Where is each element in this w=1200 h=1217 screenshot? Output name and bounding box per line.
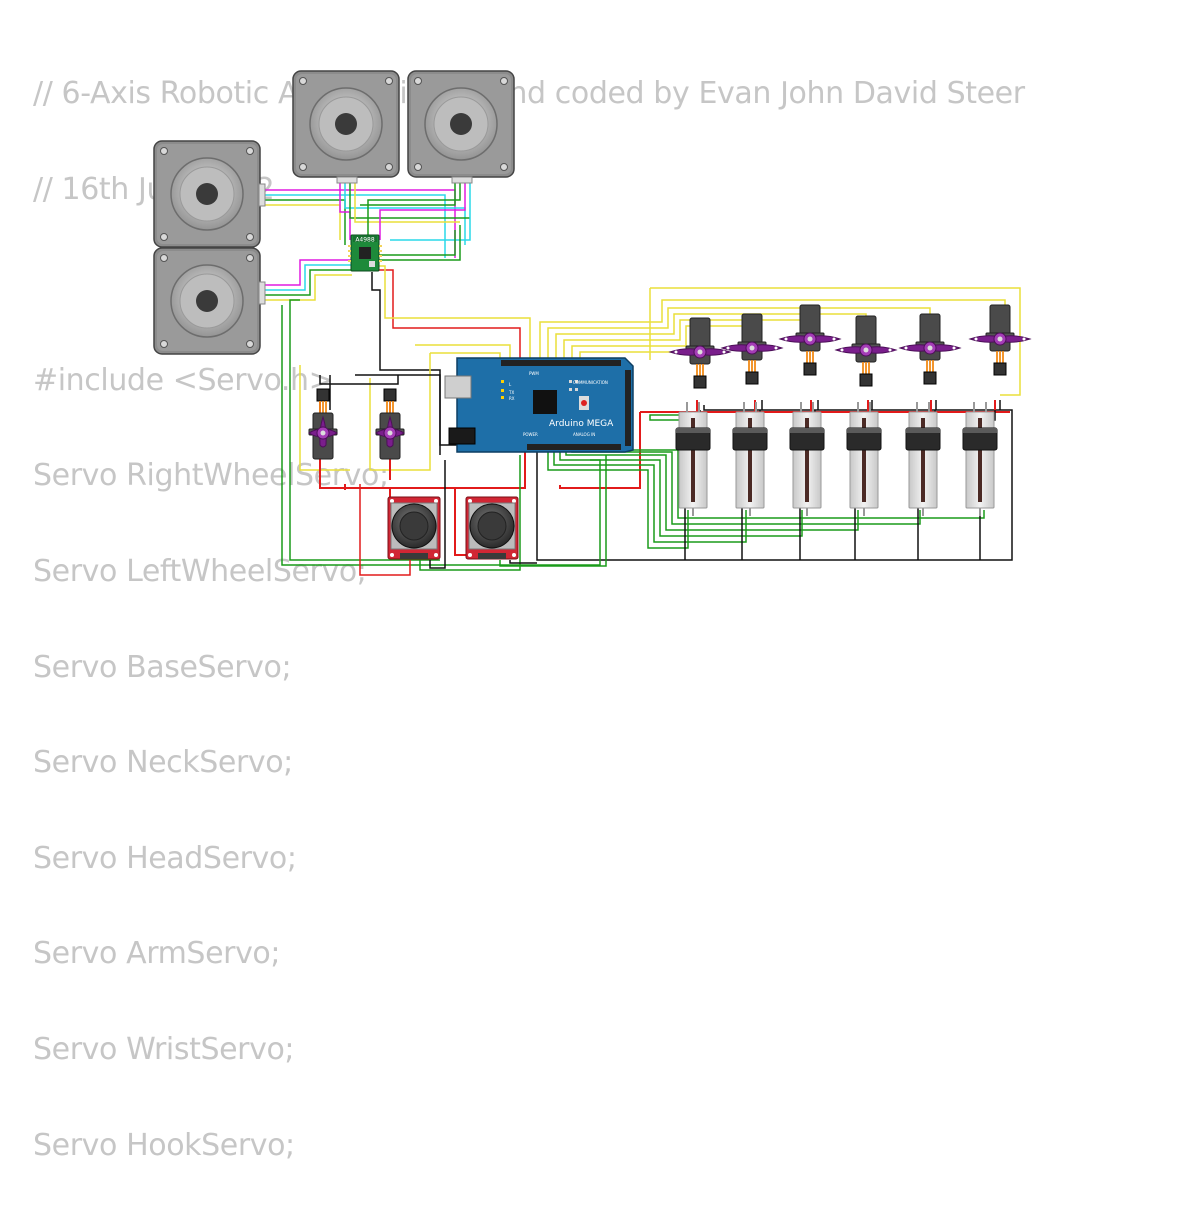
slide-potentiometer [846, 401, 882, 517]
servo-motor [721, 313, 783, 385]
arduino-power-label: POWER [523, 432, 538, 437]
slide-potentiometers [675, 401, 998, 517]
servo-motor [969, 304, 1031, 376]
arduino-analog-label: ANALOG IN [573, 432, 595, 437]
servo-motor [779, 304, 841, 376]
code-line: Servo LeftWheelServo; [33, 553, 367, 589]
code-line: Servo BaseServo; [33, 649, 292, 685]
code-line: #include <Servo.h> [33, 362, 334, 398]
stepper-motor [153, 140, 261, 248]
a4988-label: A4988 [355, 237, 375, 244]
arduino-mega: Arduino MEGA PWM COMMUNICATION POWER ANA… [444, 357, 634, 453]
code-line: Servo ArmServo; [33, 936, 281, 972]
code-line: Servo HeadServo; [33, 840, 297, 876]
arduino-name-label: Arduino MEGA [549, 419, 614, 429]
stepper-wires [260, 178, 471, 301]
circuit-diagram: A4988 Arduino MEGA PWM COMMUNICATION POW… [153, 70, 1031, 576]
analog-wires [281, 299, 985, 566]
a4988-driver: A4988 [348, 234, 382, 272]
stepper-motor [407, 70, 515, 178]
slide-potentiometer [789, 401, 825, 517]
arduino-l-label: L [509, 382, 512, 387]
arduino-tx-label: TX [508, 390, 514, 395]
servos-left [308, 388, 405, 460]
arduino-communication-label: COMMUNICATION [573, 380, 608, 385]
stepper-motor [292, 70, 400, 178]
code-line: Servo WristServo; [33, 1031, 295, 1067]
analog-joystick [465, 496, 519, 560]
servo-motor [835, 315, 897, 387]
servo-motor [669, 317, 731, 389]
slide-potentiometer [962, 401, 998, 517]
arduino-pwm-label: PWM [529, 371, 539, 376]
stepper-motors [153, 70, 515, 355]
servos-top [669, 304, 1031, 389]
slide-potentiometer [732, 401, 768, 517]
analog-joystick [387, 496, 441, 560]
stepper-motor [153, 247, 261, 355]
code-line: Servo HookServo; [33, 1127, 295, 1163]
code-line: Servo NeckServo; [33, 745, 293, 781]
joysticks [387, 496, 519, 560]
slide-potentiometer [675, 401, 711, 517]
servo-motor [899, 313, 961, 385]
servo-motor [308, 388, 338, 460]
servo-motor [375, 388, 405, 460]
arduino-rx-label: RX [509, 396, 515, 401]
slide-potentiometer [905, 401, 941, 517]
